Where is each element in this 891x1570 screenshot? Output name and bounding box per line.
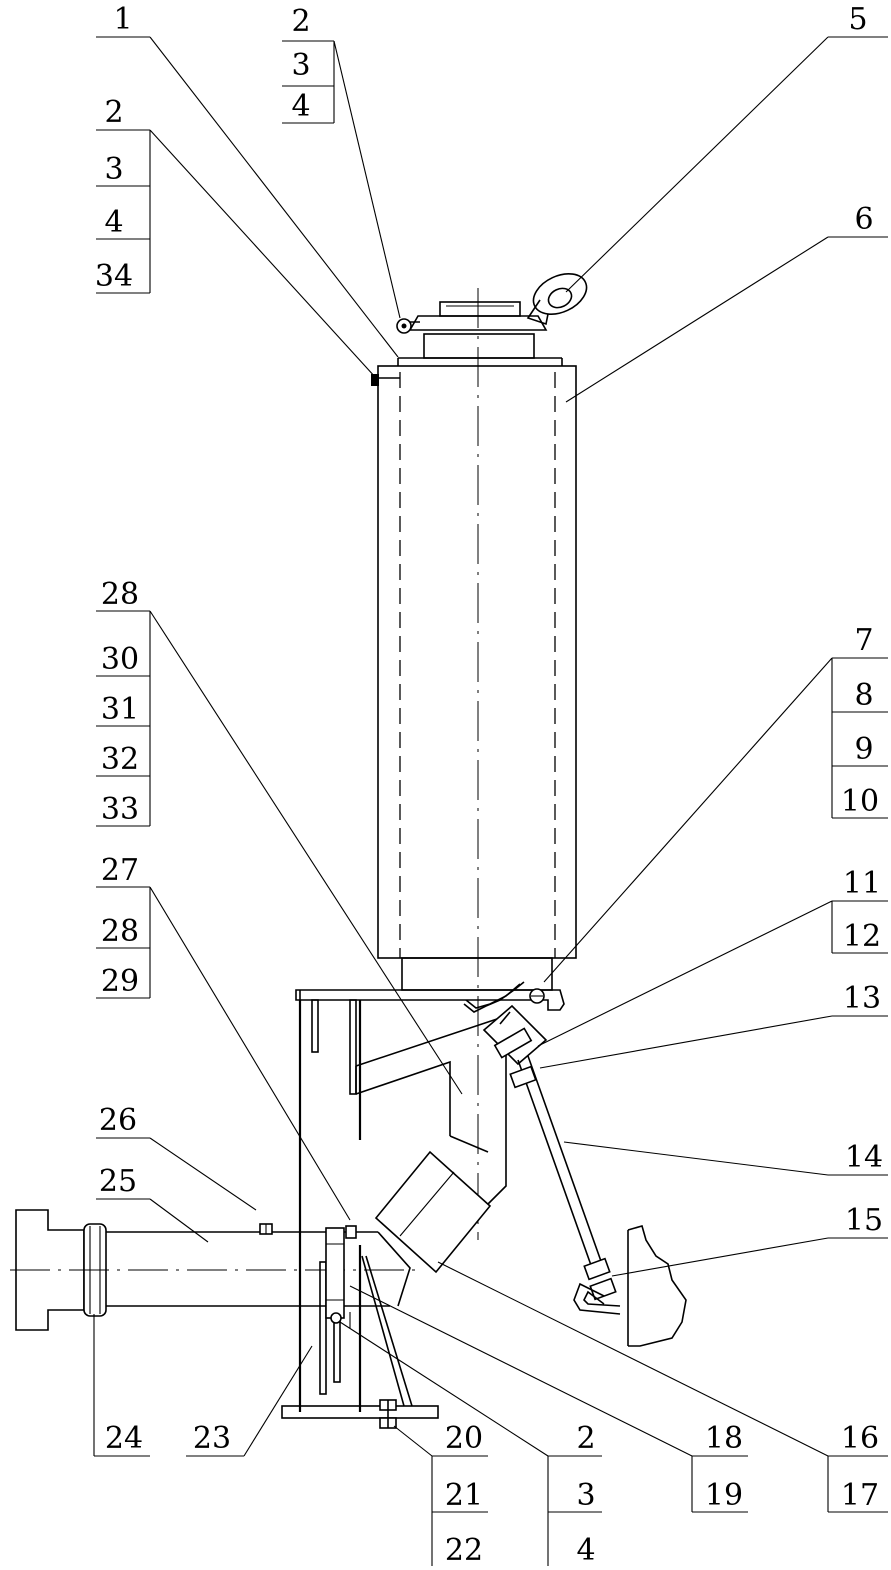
- stand: [281, 999, 439, 1429]
- callout-6: 6: [828, 202, 888, 238]
- callout-label: 17: [841, 1478, 879, 1513]
- callout-20-22: 20 21 22: [431, 1421, 488, 1568]
- callout-label: 18: [705, 1421, 743, 1456]
- callout-label: 28: [101, 577, 139, 612]
- callout-label: 2: [576, 1421, 595, 1456]
- callout-5: 5: [828, 2, 888, 38]
- callout-14: 14: [828, 1140, 888, 1176]
- callout-label: 13: [843, 981, 881, 1016]
- wall-section: [627, 1225, 687, 1347]
- callout-label: 22: [445, 1533, 483, 1568]
- callout-label: 27: [101, 853, 139, 888]
- callout-labels: 1 2 3 4 5 2 3 4 34 6: [94, 2, 888, 1568]
- callout-label: 3: [576, 1478, 595, 1513]
- callout-28-33: 28 30 31 32 33: [96, 577, 151, 827]
- lifting-handle: [526, 273, 588, 326]
- callout-label: 26: [99, 1103, 137, 1138]
- callout-24: 24: [94, 1421, 150, 1457]
- callout-23: 23: [186, 1421, 244, 1457]
- callout-label: 4: [291, 89, 310, 124]
- callout-label: 25: [99, 1164, 137, 1199]
- callout-label: 11: [843, 866, 881, 901]
- callout-label: 33: [101, 792, 139, 827]
- callout-1: 1: [96, 2, 150, 38]
- callout-label: 16: [841, 1421, 879, 1456]
- callout-2-3-4-top: 2 3 4: [282, 4, 335, 124]
- callout-label: 10: [841, 784, 879, 819]
- callout-label: 14: [845, 1140, 883, 1175]
- callout-2-3-4-34: 2 3 4 34: [95, 95, 151, 294]
- elbow-box: [374, 1150, 492, 1274]
- callout-label: 19: [705, 1478, 743, 1513]
- callout-label: 31: [101, 692, 139, 727]
- callout-label: 1: [113, 2, 132, 37]
- callout-label: 29: [101, 964, 139, 999]
- hopper-chute: [355, 1014, 507, 1274]
- callout-label: 5: [848, 2, 867, 37]
- callout-label: 3: [104, 152, 123, 187]
- pipe-clamp: [325, 1225, 357, 1328]
- callout-label: 9: [854, 732, 873, 767]
- callout-7-10: 7 8 9 10: [831, 623, 888, 819]
- callout-label: 4: [576, 1533, 595, 1568]
- callout-16-17: 16 17: [827, 1421, 888, 1513]
- callout-label: 3: [291, 48, 310, 83]
- callout-13: 13: [832, 981, 888, 1017]
- adjusting-rod: [482, 1004, 687, 1347]
- callout-26: 26: [96, 1103, 150, 1139]
- main-cylinder: [371, 357, 577, 991]
- leader-lines: [93, 36, 833, 1457]
- callout-label: 30: [101, 642, 139, 677]
- top-cap: [396, 273, 588, 359]
- callout-2-3-4-bottom: 2 3 4: [547, 1421, 602, 1568]
- callout-27-29: 27 28 29: [96, 853, 151, 999]
- callout-18-19: 18 19: [691, 1421, 748, 1513]
- callout-label: 2: [104, 95, 123, 130]
- callout-label: 12: [843, 919, 881, 954]
- callout-label: 7: [854, 623, 873, 658]
- callout-15: 15: [828, 1203, 888, 1239]
- callout-label: 6: [854, 202, 873, 237]
- mounting-plate: [295, 981, 565, 1013]
- callout-label: 21: [445, 1478, 483, 1513]
- callout-label: 23: [193, 1421, 231, 1456]
- callout-label: 34: [95, 259, 133, 294]
- callout-11-12: 11 12: [831, 866, 888, 954]
- callout-label: 24: [105, 1421, 143, 1456]
- inlet-pipe: [10, 1209, 420, 1331]
- callout-label: 20: [445, 1421, 483, 1456]
- callout-label: 4: [104, 205, 123, 240]
- callout-25: 25: [96, 1164, 150, 1200]
- callout-label: 15: [845, 1203, 883, 1238]
- callout-label: 2: [291, 4, 310, 39]
- callout-label: 28: [101, 914, 139, 949]
- callout-label: 32: [101, 742, 139, 777]
- callout-label: 8: [854, 678, 873, 713]
